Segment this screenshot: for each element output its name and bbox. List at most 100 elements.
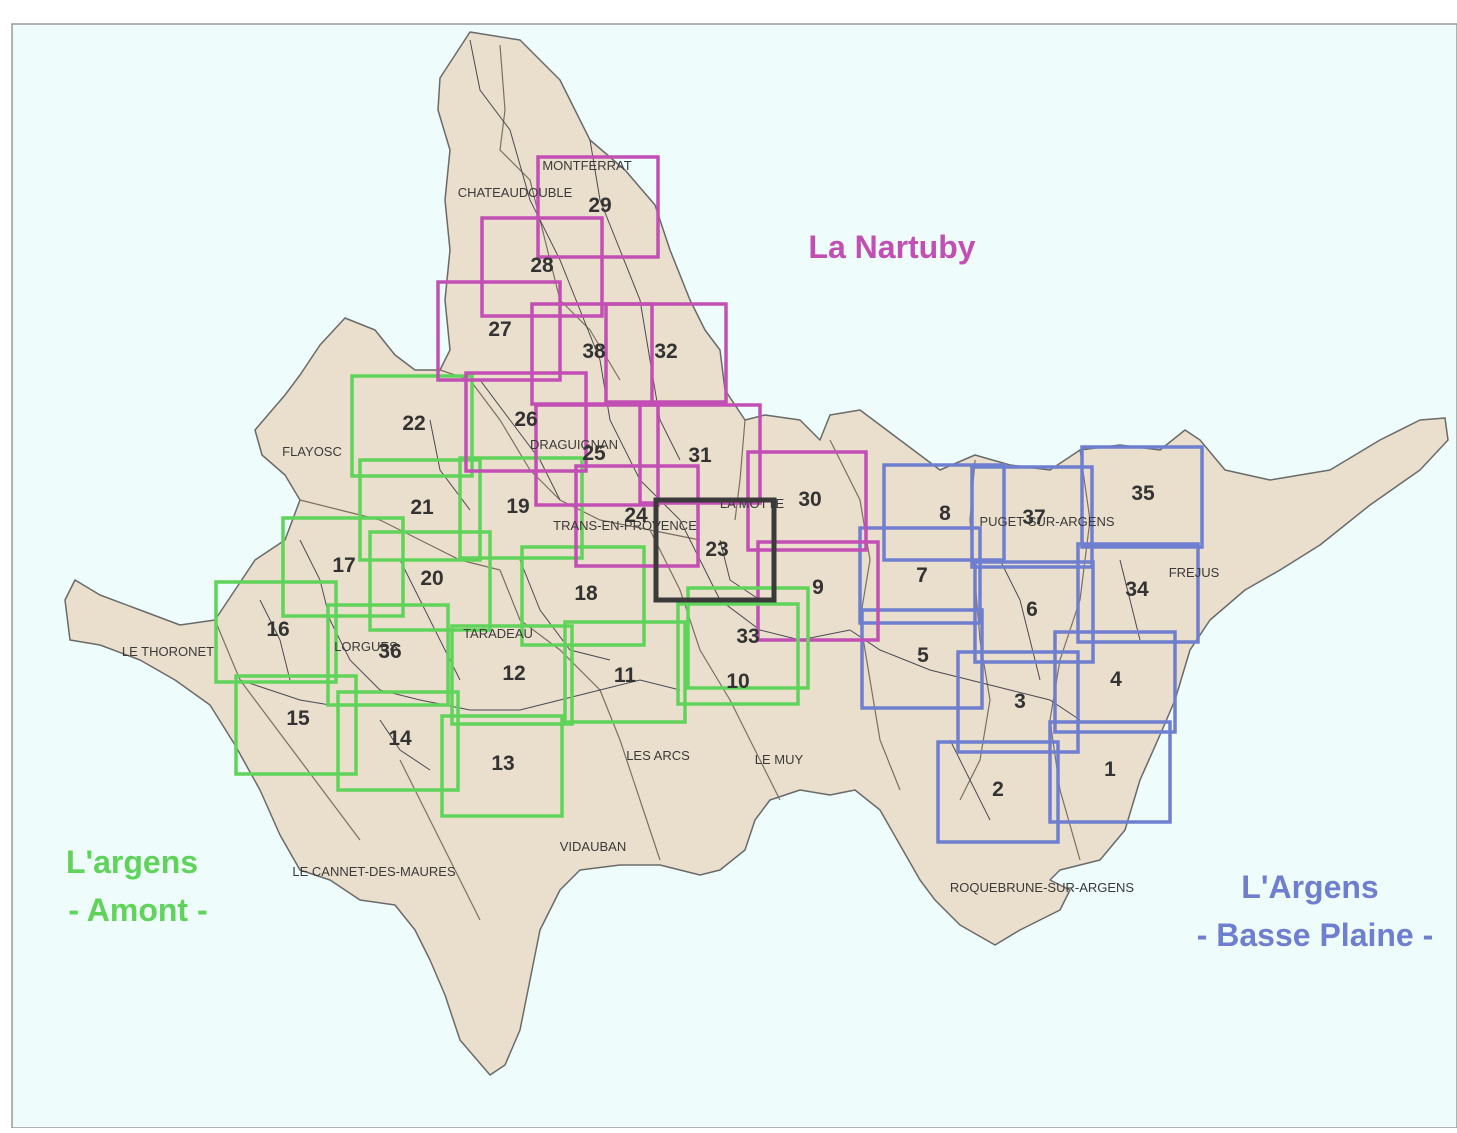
town-label-draguignan: DRAGUIGNAN bbox=[530, 437, 618, 452]
tile-number-36: 36 bbox=[378, 640, 401, 663]
tile-number-31: 31 bbox=[688, 444, 712, 467]
tile-number-22: 22 bbox=[402, 412, 425, 435]
tile-number-18: 18 bbox=[574, 582, 598, 605]
town-label-la-motte: LA MOTTE bbox=[720, 496, 785, 511]
map-tile-5[interactable] bbox=[860, 608, 984, 710]
map-tile-31[interactable] bbox=[638, 403, 762, 505]
map-tile-11[interactable] bbox=[563, 620, 687, 724]
map-tile-28[interactable] bbox=[480, 216, 604, 318]
tile-number-10: 10 bbox=[726, 670, 749, 693]
tile-number-35: 35 bbox=[1131, 482, 1155, 505]
town-label-les-arcs: LES ARCS bbox=[626, 748, 690, 763]
tile-number-29: 29 bbox=[588, 194, 611, 217]
map-tile-35[interactable] bbox=[1080, 445, 1204, 549]
map-tile-13[interactable] bbox=[440, 714, 564, 818]
tile-number-28: 28 bbox=[530, 254, 554, 277]
map-tile-26[interactable] bbox=[464, 371, 588, 473]
map-tile-32[interactable] bbox=[604, 302, 728, 404]
map-tile-17[interactable] bbox=[281, 516, 405, 618]
tile-number-38: 38 bbox=[582, 340, 606, 363]
tile-number-19: 19 bbox=[506, 495, 529, 518]
tile-number-20: 20 bbox=[420, 567, 443, 590]
map-tile-36[interactable] bbox=[326, 603, 450, 707]
tile-number-14: 14 bbox=[388, 727, 412, 750]
map-tile-4[interactable] bbox=[1053, 630, 1177, 734]
commune-boundaries bbox=[214, 44, 1091, 921]
tile-number-16: 16 bbox=[266, 618, 289, 641]
tile-number-26: 26 bbox=[514, 408, 537, 431]
map-tile-20[interactable] bbox=[368, 530, 492, 632]
map-tile-16[interactable] bbox=[214, 580, 338, 684]
town-label-flayosc: FLAYOSC bbox=[282, 444, 342, 459]
map-tile-19[interactable] bbox=[458, 456, 584, 560]
town-labels: MONTFERRAT CHATEAUDOUBLE FLAYOSC DRAGUIGNAN… bbox=[122, 158, 1220, 895]
tile-number-25: 25 bbox=[582, 442, 606, 465]
region-label-bp-1: L'Argens bbox=[1241, 869, 1378, 905]
map-tile-9[interactable] bbox=[756, 540, 880, 642]
tile-number-9: 9 bbox=[812, 576, 824, 599]
town-label-vidauban: VIDAUBAN bbox=[560, 839, 626, 854]
region-label-amont-2: - Amont - bbox=[68, 892, 207, 928]
tile-number-1: 1 bbox=[1104, 758, 1116, 781]
tile-number-3: 3 bbox=[1014, 690, 1026, 713]
map-tile-24[interactable] bbox=[574, 464, 700, 568]
tile-number-17: 17 bbox=[332, 554, 355, 577]
tile-number-8: 8 bbox=[939, 502, 951, 525]
map-tile-15[interactable] bbox=[234, 674, 358, 776]
town-label-roquebrune-sur-argens: ROQUEBRUNE-SUR-ARGENS bbox=[950, 880, 1135, 895]
region-label-bp-2: - Basse Plaine - bbox=[1197, 917, 1434, 953]
tile-number-32: 32 bbox=[654, 340, 677, 363]
tile-number-4: 4 bbox=[1110, 668, 1122, 691]
tile-number-7: 7 bbox=[916, 564, 928, 587]
tile-number-11: 11 bbox=[614, 664, 637, 687]
town-label-le-thoronet: LE THORONET bbox=[122, 644, 214, 659]
town-label-le-cannet-des-maures: LE CANNET-DES-MAURES bbox=[292, 864, 456, 879]
map-tile-12[interactable] bbox=[450, 624, 574, 726]
region-label-nartuby: La Nartuby bbox=[808, 229, 975, 265]
town-label-montferrat: MONTFERRAT bbox=[542, 158, 631, 173]
town-label-puget-sur-argens: PUGET-SUR-ARGENS bbox=[979, 514, 1114, 529]
tile-number-30: 30 bbox=[798, 488, 821, 511]
tile-number-34: 34 bbox=[1125, 578, 1149, 601]
map-tile-22[interactable] bbox=[350, 374, 474, 478]
tile-number-6: 6 bbox=[1026, 598, 1038, 621]
map-tile-29[interactable] bbox=[536, 155, 660, 259]
map-tile-7[interactable] bbox=[858, 526, 982, 625]
tile-number-2: 2 bbox=[992, 778, 1004, 801]
town-label-chateaudouble: CHATEAUDOUBLE bbox=[458, 185, 573, 200]
map-tile-2[interactable] bbox=[936, 740, 1060, 844]
map-tile-1[interactable] bbox=[1048, 720, 1172, 824]
tile-number-33: 33 bbox=[736, 625, 759, 648]
map-tile-8[interactable] bbox=[882, 463, 1006, 562]
map-tile-33[interactable] bbox=[686, 586, 810, 690]
map-tile-23[interactable] bbox=[653, 497, 777, 603]
map-tile-3[interactable] bbox=[956, 650, 1080, 754]
map-tile-27[interactable] bbox=[436, 280, 562, 382]
tile-number-27: 27 bbox=[488, 318, 511, 341]
map-tile-6[interactable] bbox=[973, 560, 1095, 664]
map-tile-10[interactable] bbox=[676, 602, 800, 706]
map-tile-38[interactable] bbox=[530, 302, 654, 406]
map-tile-21[interactable] bbox=[358, 458, 482, 562]
town-label-trans-en-provence: TRANS-EN-PROVENCE bbox=[553, 518, 697, 533]
map-tile-34[interactable] bbox=[1076, 542, 1200, 644]
tile-number-13: 13 bbox=[491, 752, 514, 775]
tile-number-12: 12 bbox=[502, 662, 525, 685]
tile-number-15: 15 bbox=[286, 707, 310, 730]
tile-number-5: 5 bbox=[917, 644, 929, 667]
tile-grid: 1234567891011121314151617181920212223242… bbox=[214, 155, 1204, 844]
town-label-lorgues: LORGUES bbox=[334, 639, 398, 654]
tile-number-21: 21 bbox=[410, 496, 434, 519]
map-tile-14[interactable] bbox=[336, 690, 460, 792]
town-label-le-muy: LE MUY bbox=[755, 752, 804, 767]
tile-number-23: 23 bbox=[705, 538, 728, 561]
region-label-amont-1: L'argens bbox=[66, 844, 198, 880]
tile-number-24: 24 bbox=[624, 504, 648, 527]
town-label-frejus: FREJUS bbox=[1169, 565, 1220, 580]
map-tile-37[interactable] bbox=[970, 465, 1094, 569]
town-label-taradeau: TARADEAU bbox=[463, 626, 533, 641]
tile-number-37: 37 bbox=[1022, 506, 1045, 529]
